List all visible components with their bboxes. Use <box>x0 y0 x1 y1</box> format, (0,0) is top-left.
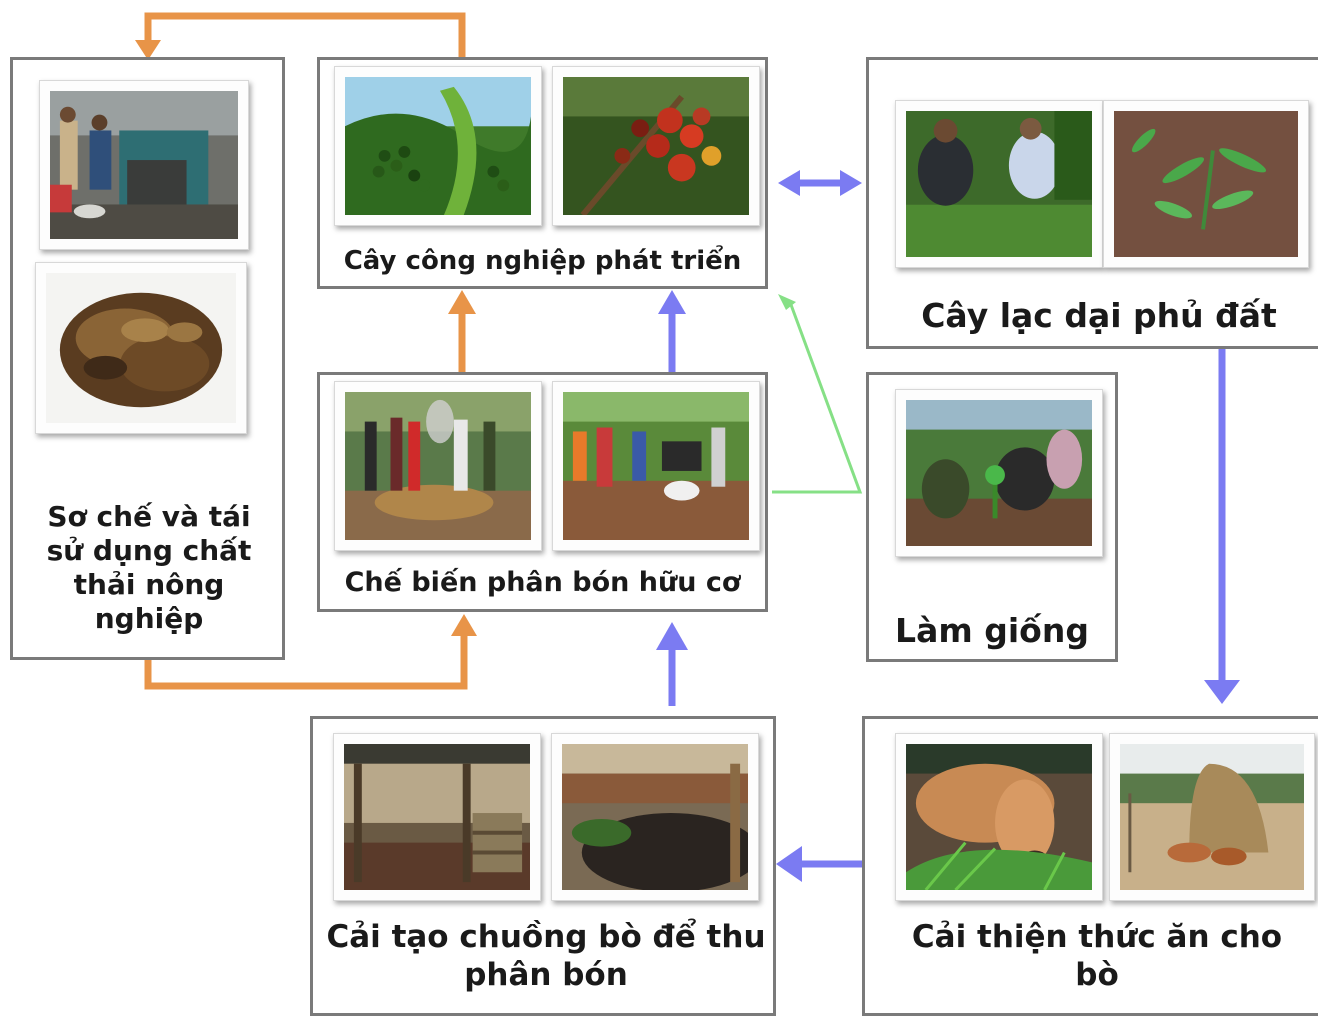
coffee-husk-pile-photo <box>35 262 247 434</box>
farmers-mixing-compost-photo <box>552 381 760 551</box>
arrow-crops-groundcover-double <box>778 170 862 196</box>
arrow-fertilizer-to-crops-blue <box>658 290 686 374</box>
haystack-with-cows-photo <box>1109 733 1315 901</box>
farmers-planting-seedlings-photo <box>895 389 1103 557</box>
coffee-processing-machine-photo <box>39 80 249 250</box>
arrow-groundcover-to-feed <box>1204 348 1240 704</box>
arrow-feed-to-shed <box>776 846 866 882</box>
node-industrial-crops: Cây công nghiệp phát triển <box>317 57 768 289</box>
node-organic-fertilizer: Chế biến phân bón hữu cơ <box>317 372 768 612</box>
node-industrial-crops-label: Cây công nghiệp phát triển <box>343 246 742 276</box>
node-cattle-feed: Cải thiện thức ăn cho bò <box>862 716 1318 1016</box>
node-ground-cover: Cây lạc dại phủ đất <box>866 57 1318 349</box>
arrow-fertilizer-to-crops-orange <box>448 290 476 374</box>
coffee-cherries-photo <box>552 66 760 226</box>
wild-peanut-seedling-photo <box>1103 100 1309 268</box>
farmers-inspecting-field-photo <box>895 100 1103 268</box>
arrow-waste-to-fertilizer <box>144 614 477 690</box>
calf-eating-grass-photo <box>895 733 1103 901</box>
node-agri-waste-label: Sơ chế và tái sử dụng chất thải nông ngh… <box>46 500 252 636</box>
node-seedlings: Làm giống <box>866 372 1118 662</box>
black-pepper-plant-photo <box>334 66 542 226</box>
arrow-crops-to-waste <box>135 12 466 62</box>
manure-pile-shed-photo <box>551 733 759 901</box>
node-cattle-shed: Cải tạo chuồng bò để thu phân bón <box>310 716 776 1016</box>
node-agri-waste: Sơ chế và tái sử dụng chất thải nông ngh… <box>10 57 285 660</box>
node-seedlings-label: Làm giống <box>895 611 1089 650</box>
node-cattle-shed-label: Cải tạo chuồng bò để thu phân bón <box>326 919 766 993</box>
node-cattle-feed-label: Cải thiện thức ăn cho bò <box>911 919 1283 993</box>
compost-pile-training-photo <box>334 381 542 551</box>
node-ground-cover-label: Cây lạc dại phủ đất <box>921 296 1277 335</box>
arrow-shed-to-fertilizer <box>656 622 688 706</box>
cattle-shed-interior-photo <box>333 733 541 901</box>
arrow-fertilizer-seedlings-crops-green <box>772 294 863 494</box>
node-organic-fertilizer-label: Chế biến phân bón hữu cơ <box>344 567 741 598</box>
